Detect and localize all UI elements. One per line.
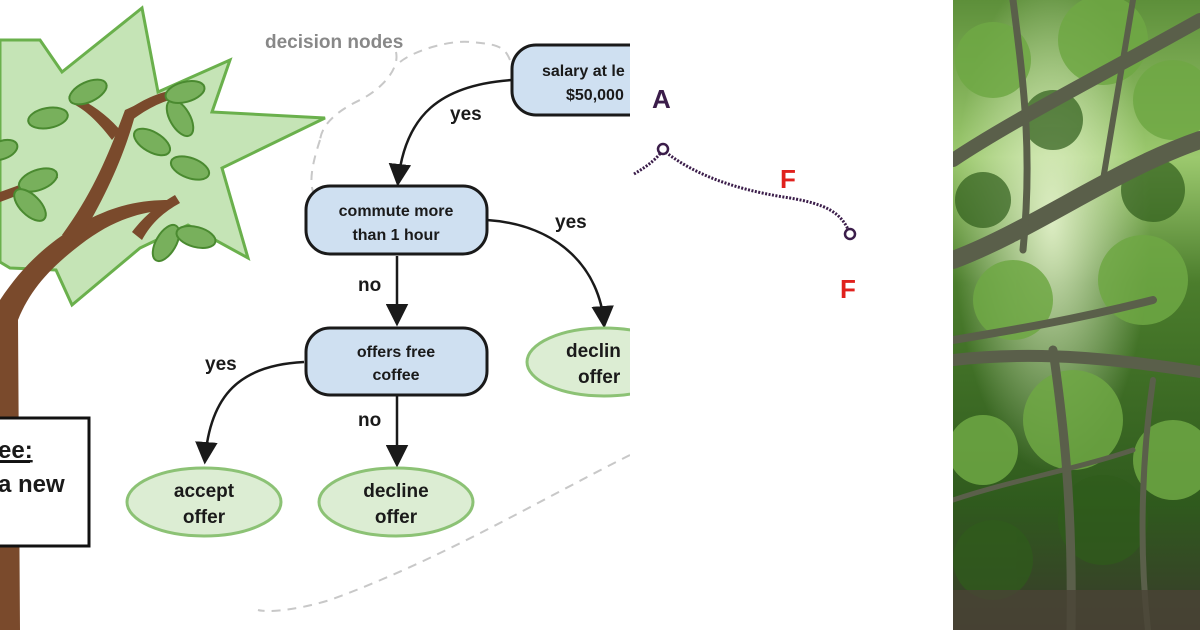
edge-label-yes: yes bbox=[555, 212, 587, 233]
leaf-icon bbox=[13, 188, 47, 222]
node-commute-line2: than 1 hour bbox=[352, 227, 439, 244]
leaf-icon bbox=[68, 78, 108, 106]
node-root-line2: $50,000 bbox=[566, 87, 624, 104]
graph-vertex bbox=[843, 227, 857, 241]
end-label-f: F bbox=[840, 274, 856, 304]
decision-node-commute: commute more than 1 hour bbox=[304, 184, 489, 256]
node-coffee-line2: coffee bbox=[372, 367, 419, 384]
tree-illustration bbox=[0, 5, 326, 630]
forest-floor bbox=[953, 590, 1200, 630]
edge-coffee-accept bbox=[195, 360, 305, 465]
sign-title: ee: bbox=[0, 437, 33, 464]
edge-label-no: no bbox=[358, 410, 381, 431]
forest-photo bbox=[953, 0, 1200, 630]
leaf-icon bbox=[17, 167, 59, 193]
tree-leaves bbox=[0, 78, 217, 263]
decision-tree-svg: ee: a new decision nodes yes yes no yes … bbox=[0, 5, 630, 630]
decision-nodes-annotation: decision nodes bbox=[265, 32, 403, 53]
decision-node-root: salary at le $50,000 bbox=[510, 43, 630, 117]
foliage-clusters bbox=[953, 0, 1200, 500]
forest-photo-svg bbox=[953, 0, 1200, 630]
decision-nodes-outline bbox=[319, 51, 398, 141]
node-coffee-line1: offers free bbox=[357, 344, 435, 361]
leaf-icon bbox=[132, 127, 172, 157]
sign-text: a new bbox=[0, 471, 65, 498]
node-commute-line1: commute more bbox=[339, 203, 454, 220]
leaf-icon bbox=[151, 223, 181, 263]
leaf-accept-line1: accept bbox=[174, 481, 235, 502]
edge-commute-decline bbox=[486, 218, 614, 329]
leaf-decline-right-line2: offer bbox=[578, 367, 621, 388]
graph-edge-left bbox=[633, 149, 665, 176]
edge-label-yes: yes bbox=[205, 354, 237, 375]
leaf-node-decline-right: declin offer bbox=[525, 326, 630, 398]
leaf-icon bbox=[169, 155, 211, 181]
edge-label-no: no bbox=[358, 275, 381, 296]
leaf-icon bbox=[27, 106, 69, 130]
edge-root-commute bbox=[388, 78, 513, 187]
edge-label-yes: yes bbox=[450, 104, 482, 125]
leaf-decline-line1: decline bbox=[363, 481, 428, 502]
graph-vertex bbox=[656, 142, 670, 156]
leaf-icon bbox=[164, 80, 206, 104]
graph-fragment-panel: A F F bbox=[630, 0, 952, 630]
vertex-label-a: A bbox=[652, 84, 671, 114]
edge-label-f: F bbox=[780, 164, 796, 194]
leaf-icon bbox=[175, 225, 217, 249]
graph-edge-main bbox=[662, 148, 852, 235]
tree-branch bbox=[70, 96, 120, 140]
sign-board: ee: a new bbox=[0, 416, 91, 548]
decision-node-coffee: offers free coffee bbox=[304, 326, 489, 397]
leaf-node-accept: accept offer bbox=[125, 466, 283, 538]
decision-tree-panel: ee: a new decision nodes yes yes no yes … bbox=[0, 5, 630, 630]
decision-nodes-outline bbox=[257, 40, 630, 612]
leaf-icon bbox=[0, 138, 19, 162]
tree-trunk bbox=[0, 200, 170, 630]
leaf-node-decline-bottom: decline offer bbox=[317, 466, 475, 538]
tree-branch bbox=[62, 104, 138, 242]
graph-fragment-svg: A F F bbox=[633, 84, 857, 304]
node-root-line1: salary at le bbox=[542, 63, 625, 80]
leaf-decline-right-line1: declin bbox=[566, 341, 621, 362]
leaf-decline-line2: offer bbox=[375, 507, 418, 528]
leaf-accept-line2: offer bbox=[183, 507, 226, 528]
tree-edges bbox=[195, 78, 614, 468]
tree-branch bbox=[132, 195, 180, 240]
